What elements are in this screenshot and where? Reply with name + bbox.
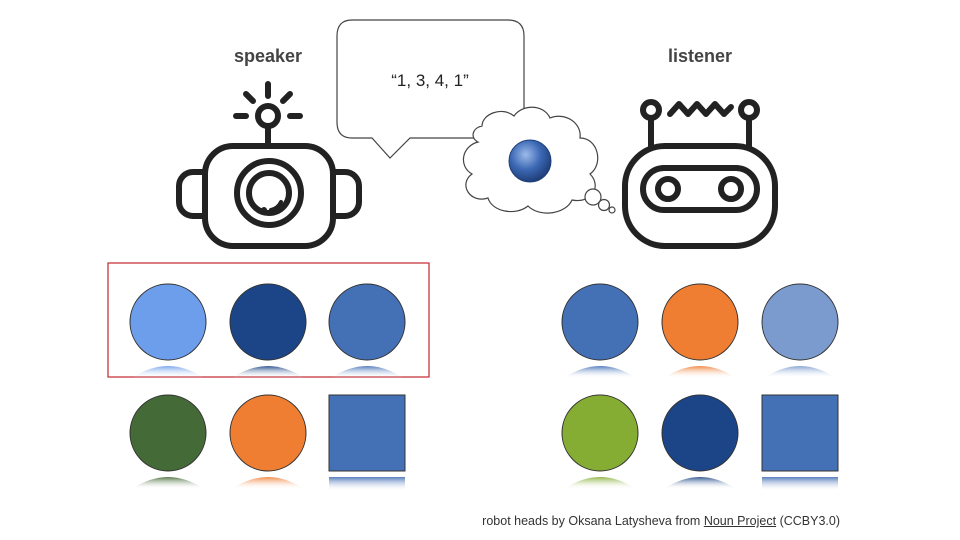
speaker-object-r2-c3-square-reflection [329, 477, 405, 491]
speaker-label: speaker [233, 46, 303, 66]
listener-object-r2-c1-circle [561, 394, 639, 472]
thought-trail-large [584, 188, 602, 206]
thought-trail-small [608, 206, 616, 214]
listener-object-r1-c1-circle [561, 283, 639, 361]
credit-prefix: robot heads by Oksana Latysheva from [482, 514, 704, 528]
listener-object-r2-c2-circle-reflection [663, 477, 737, 489]
listener-object-r2-c1-circle-reflection [563, 477, 637, 489]
speaker-robot-icon [176, 81, 362, 249]
credit-suffix: (CCBY3.0) [776, 514, 840, 528]
listener-label: listener [667, 46, 733, 66]
speaker-object-r1-c3-circle [328, 283, 406, 361]
speaker-object-r2-c3-square [328, 394, 406, 472]
speaker-object-r2-c2-circle [229, 394, 307, 472]
speaker-object-r2-c1-circle-reflection [131, 477, 205, 489]
thought-trail-medium [597, 198, 611, 212]
speech-bubble [336, 19, 525, 159]
listener-object-r2-c3-square-reflection [762, 477, 838, 491]
speaker-object-r2-c2-circle-reflection [231, 477, 305, 489]
listener-object-r2-c2-circle [661, 394, 739, 472]
noun-project-link[interactable]: Noun Project [703, 514, 777, 528]
listener-object-r2-c3-square [761, 394, 839, 472]
speech-bubble-message: “1, 3, 4, 1” [391, 71, 469, 90]
listener-robot-icon [622, 99, 778, 249]
speaker-object-grid [129, 283, 406, 491]
speaker-object-r1-c2-circle-reflection [231, 366, 305, 378]
listener-object-r1-c1-circle-reflection [563, 366, 637, 378]
listener-object-r1-c3-circle-reflection [763, 366, 837, 378]
listener-object-r1-c3-circle [761, 283, 839, 361]
listener-object-r1-c2-circle [661, 283, 739, 361]
attribution-credit: robot heads by Oksana Latysheva from Nou… [482, 514, 840, 528]
listener-object-r1-c2-circle-reflection [663, 366, 737, 378]
speaker-object-r1-c1-circle-reflection [131, 366, 205, 378]
speaker-object-r1-c1-circle [129, 283, 207, 361]
speaker-object-r1-c3-circle-reflection [330, 366, 404, 378]
listener-object-grid [561, 283, 839, 491]
thought-object-circle [508, 139, 552, 183]
speaker-object-r1-c2-circle [229, 283, 307, 361]
speaker-object-r2-c1-circle [129, 394, 207, 472]
